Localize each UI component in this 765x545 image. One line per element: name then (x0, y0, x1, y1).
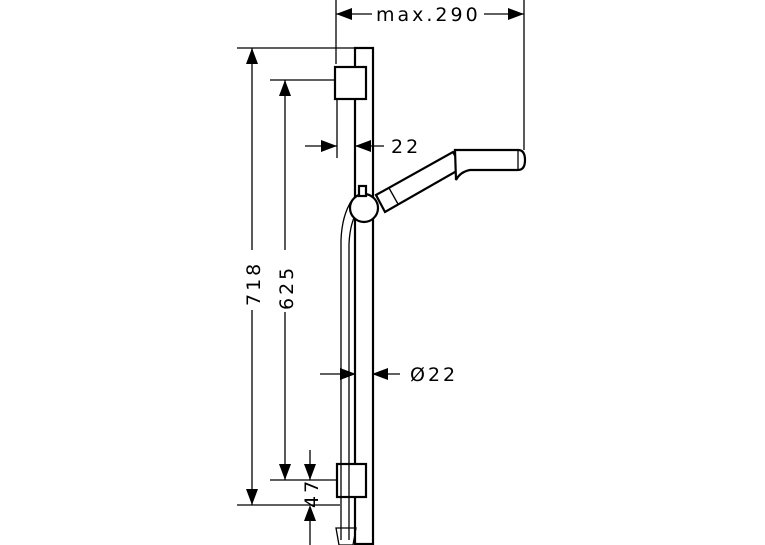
handle-ring (388, 187, 399, 205)
arrowhead-icon (246, 48, 258, 64)
arrowhead-icon (321, 140, 337, 152)
top-wall-bracket (333, 65, 368, 101)
arrowhead-icon (355, 140, 371, 152)
arrowhead-icon (246, 489, 258, 505)
bottom-wall-bracket (335, 462, 368, 499)
hose-cone (335, 527, 357, 545)
hand-shower-head (453, 148, 527, 181)
arrowhead-icon (279, 80, 291, 96)
arrowhead-icon (304, 505, 316, 521)
bracket-spacing-label: 625 (276, 265, 298, 310)
max-projection-label: max.290 (376, 4, 481, 26)
arrowhead-icon (304, 464, 316, 480)
slider-knob (348, 192, 380, 224)
hand-shower-handle (374, 150, 464, 214)
dimension-rail-depth: 22 (305, 100, 421, 158)
dimension-total-height: 718 (237, 47, 355, 506)
arrowhead-icon (340, 368, 356, 380)
dimension-bottom-offset: 47 (301, 450, 323, 545)
rail-depth-label: 22 (391, 136, 421, 158)
arrowhead-icon (508, 8, 524, 20)
bottom-offset-label: 47 (301, 478, 323, 508)
total-height-label: 718 (243, 261, 265, 306)
dimension-bracket-spacing: 625 (270, 79, 336, 481)
slider-pin (357, 184, 368, 198)
wall-rail (353, 46, 375, 545)
arrowhead-icon (279, 464, 291, 480)
dimension-rail-diameter: Ø22 (320, 364, 458, 386)
arrowhead-icon (372, 368, 388, 380)
dimension-max-projection: max.290 (335, 0, 525, 150)
arrowhead-icon (336, 8, 352, 20)
rail-diameter-label: Ø22 (410, 364, 458, 386)
shower-rail-set (333, 46, 527, 545)
